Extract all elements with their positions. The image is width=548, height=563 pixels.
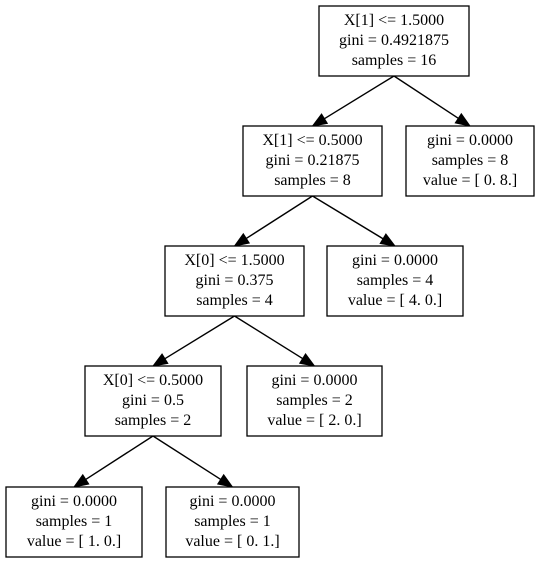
node-label-line: gini = 0.4921875 — [339, 32, 449, 49]
node-label-line: X[0] <= 0.5000 — [103, 372, 203, 389]
node-box — [405, 125, 535, 197]
node-label-line: gini = 0.0000 — [427, 132, 513, 149]
node-label-line: samples = 2 — [276, 392, 353, 409]
node-label-line: value = [ 2. 0.] — [267, 412, 361, 429]
node-label-line: samples = 1 — [36, 513, 113, 530]
edge-line — [324, 75, 395, 120]
node-box — [246, 365, 383, 437]
edge-line — [312, 195, 384, 240]
node-label-line: gini = 0.5 — [122, 392, 184, 409]
edge-line — [393, 75, 459, 119]
edge-arrowhead — [454, 112, 472, 127]
node-box — [164, 245, 305, 317]
tree-edge-n0-n1 — [311, 75, 395, 127]
node-box — [242, 125, 383, 197]
edge-line — [85, 435, 154, 480]
edge-arrowhead — [298, 353, 316, 367]
tree-node-n1: X[1] <= 0.5000 gini = 0.21875 samples = 8 — [242, 125, 383, 197]
tree-edge-n3-n5 — [151, 315, 235, 367]
node-label-line: value = [ 0. 1.] — [185, 533, 279, 550]
node-label-line: gini = 0.0000 — [272, 372, 358, 389]
edge-arrowhead — [151, 353, 169, 367]
node-label-line: value = [ 4. 0.] — [348, 292, 442, 309]
tree-node-n0: X[1] <= 1.5000 gini = 0.4921875 samples = … — [318, 5, 470, 77]
node-label-line: gini = 0.0000 — [352, 252, 438, 269]
edge-line — [152, 435, 222, 481]
tree-node-n4: gini = 0.0000 samples = 4 value = [ 4. 0.] — [326, 245, 464, 317]
tree-node-n3: X[0] <= 1.5000 gini = 0.375 samples = 4 — [164, 245, 305, 317]
node-box — [5, 486, 143, 558]
tree-node-n5: X[0] <= 0.5000 gini = 0.5 samples = 2 — [84, 365, 222, 437]
edge-arrowhead — [72, 473, 90, 488]
node-label-line: samples = 4 — [196, 292, 273, 309]
node-label-line: X[1] <= 1.5000 — [344, 12, 444, 29]
node-box — [318, 5, 470, 77]
tree-edge-n1-n3 — [233, 195, 313, 247]
node-label-line: value = [ 1. 0.] — [27, 533, 121, 550]
node-box — [326, 245, 464, 317]
edge-line — [245, 195, 313, 240]
tree-nodes: X[1] <= 1.5000 gini = 0.4921875 samples = … — [5, 5, 535, 558]
node-label-line: gini = 0.0000 — [31, 493, 117, 510]
node-label-line: gini = 0.375 — [196, 272, 274, 289]
node-label-line: X[1] <= 0.5000 — [262, 132, 362, 149]
edge-line — [164, 315, 235, 360]
tree-node-n7: gini = 0.0000 samples = 1 value = [ 1. 0.] — [5, 486, 143, 558]
node-label-line: samples = 8 — [274, 172, 351, 189]
tree-edge-n3-n6 — [234, 315, 316, 367]
tree-edge-n0-n2 — [393, 75, 472, 127]
node-box — [84, 365, 222, 437]
tree-edge-n5-n8 — [152, 435, 234, 488]
tree-node-n6: gini = 0.0000 samples = 2 value = [ 2. 0.] — [246, 365, 383, 437]
node-label-line: gini = 0.0000 — [190, 493, 276, 510]
edge-line — [234, 315, 303, 360]
tree-edge-n5-n7 — [72, 435, 154, 488]
tree-edges — [72, 75, 472, 488]
edge-arrowhead — [233, 232, 251, 247]
node-label-line: samples = 4 — [357, 272, 434, 289]
node-label-line: samples = 2 — [115, 412, 192, 429]
tree-node-n8: gini = 0.0000 samples = 1 value = [ 0. 1.] — [165, 486, 300, 558]
edge-arrowhead — [379, 233, 397, 247]
tree-node-n2: gini = 0.0000 samples = 8 value = [ 0. 8.] — [405, 125, 535, 197]
node-label-line: samples = 8 — [432, 152, 509, 169]
node-label-line: X[0] <= 1.5000 — [184, 252, 284, 269]
edge-arrowhead — [216, 473, 234, 488]
node-label-line: gini = 0.21875 — [266, 152, 360, 169]
node-label-line: value = [ 0. 8.] — [423, 172, 517, 189]
node-box — [165, 486, 300, 558]
node-label-line: samples = 1 — [194, 513, 271, 530]
node-label-line: samples = 16 — [352, 52, 437, 69]
edge-arrowhead — [311, 113, 329, 127]
tree-edge-n1-n4 — [312, 195, 397, 247]
